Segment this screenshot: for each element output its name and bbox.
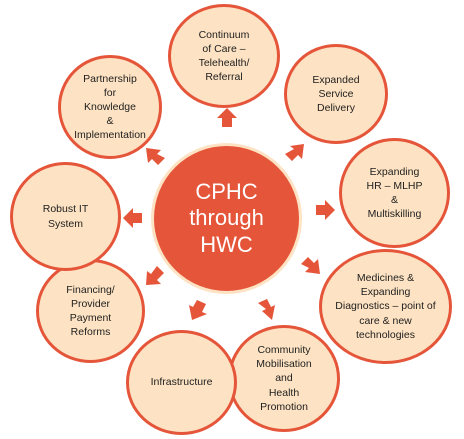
node-label: Expanding HR – MLHP & Multiskilling [366, 165, 423, 221]
node-label: Expanded Service Delivery [312, 73, 360, 115]
arrow-to-robust-it [123, 208, 142, 228]
node-robust-it-system: Robust IT System [10, 162, 121, 271]
arrow-to-medicines-diagnostics [301, 257, 320, 274]
node-expanded-service-delivery: Expanded Service Delivery [284, 44, 388, 144]
node-label: Community Mobilisation and Health Promot… [256, 344, 312, 413]
center-node: CPHC through HWC [151, 143, 302, 294]
arrow-to-expanding-hr [316, 200, 335, 220]
node-label: Partnership for Knowledge & Implementati… [74, 72, 146, 142]
node-infrastructure: Infrastructure [126, 330, 237, 435]
node-partnership-knowledge: Partnership for Knowledge & Implementati… [58, 55, 162, 159]
node-continuum-of-care: Continuum of Care – Telehealth/ Referral [168, 4, 280, 108]
arrow-to-infrastructure [189, 300, 207, 320]
arrow-to-continuum-of-care [217, 108, 237, 127]
arrow-to-expanded-service-delivery [285, 144, 304, 161]
arrow-to-financing [146, 266, 164, 285]
node-expanding-hr-mlhp: Expanding HR – MLHP & Multiskilling [339, 138, 450, 248]
node-label: Infrastructure [150, 376, 213, 389]
node-financing-payment-reforms: Financing/ Provider Payment Reforms [36, 259, 145, 363]
arrow-to-partnership [146, 148, 165, 165]
node-community-mobilisation: Community Mobilisation and Health Promot… [228, 325, 340, 432]
node-medicines-diagnostics: Medicines & Expanding Diagnostics – poin… [319, 249, 452, 364]
node-label: Robust IT System [42, 203, 89, 230]
node-label: Continuum of Care – Telehealth/ Referral [198, 28, 250, 84]
arrow-to-community-mobilisation [258, 299, 275, 320]
node-label: Financing/ Provider Payment Reforms [66, 283, 115, 339]
node-label: Medicines & Expanding Diagnostics – poin… [335, 272, 436, 341]
center-label: CPHC through HWC [189, 178, 264, 257]
